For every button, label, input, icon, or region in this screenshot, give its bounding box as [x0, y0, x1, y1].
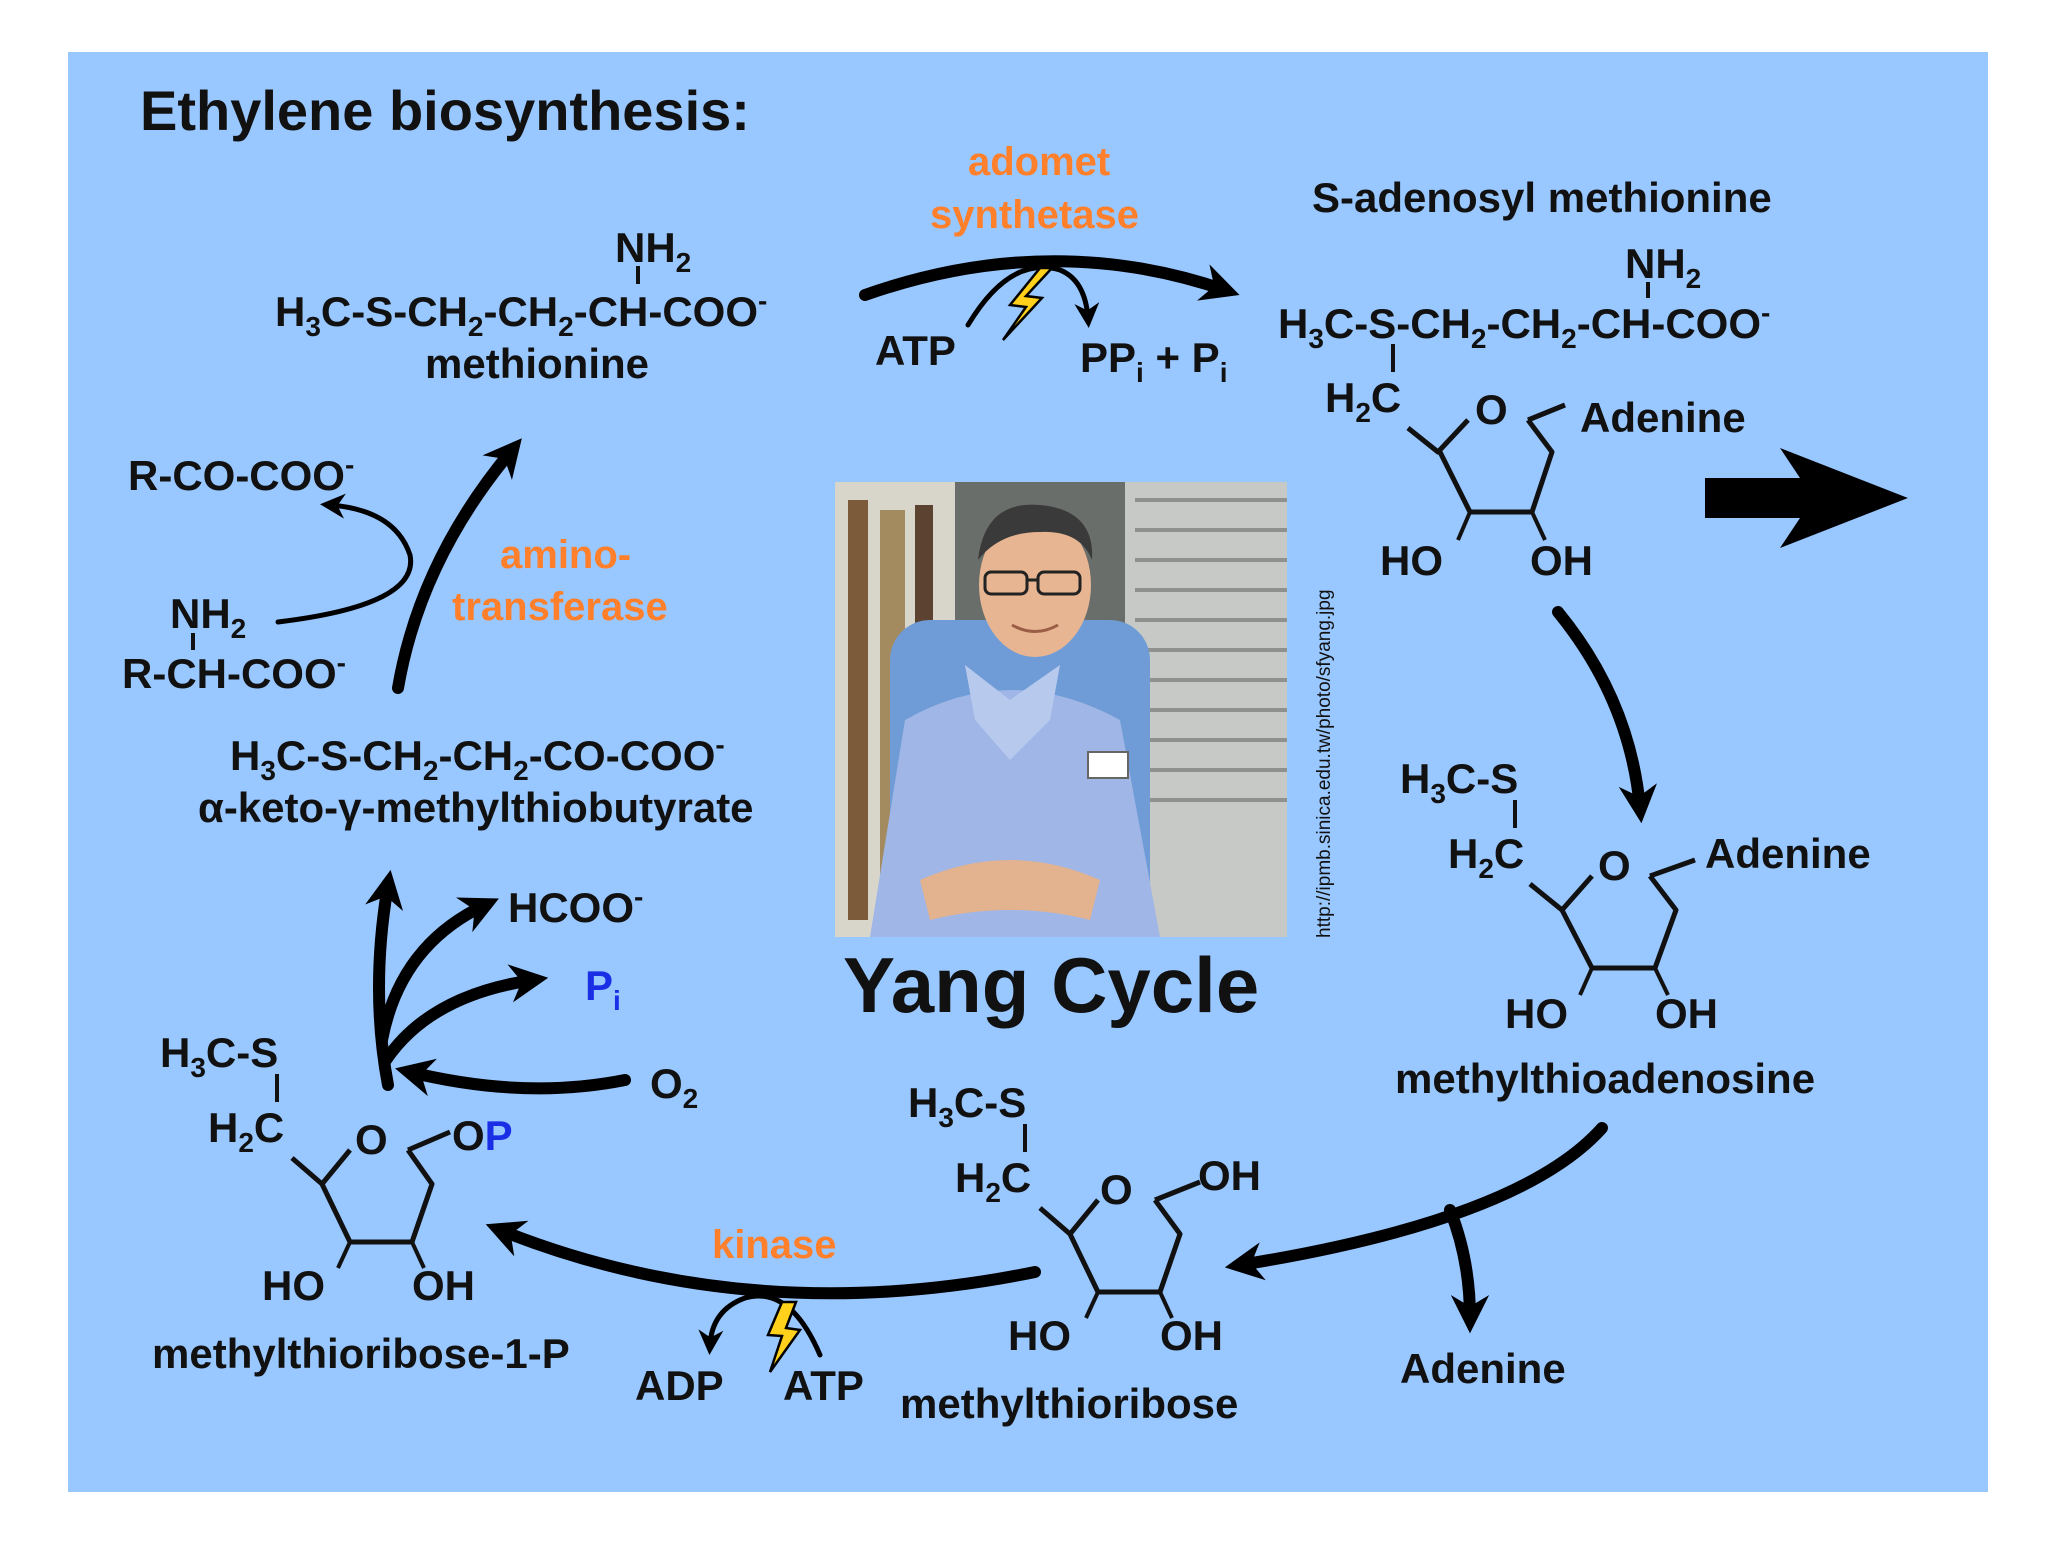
sam-name: S-adenosyl methionine [1312, 174, 1772, 221]
aminotransferase-step: amino- transferase R-CO-COO- NH2 R-CH-CO… [122, 438, 668, 697]
enzyme-amino-label: amino- [500, 533, 631, 577]
mta-ring-o: O [1598, 842, 1631, 889]
mta-adenine: Adenine [1705, 830, 1871, 877]
enzyme-kinase-label: kinase [712, 1223, 837, 1267]
mtr1p-oh: OH [412, 1262, 475, 1309]
mtr1p-phosphate: OP [452, 1112, 513, 1159]
cycle-name: Yang Cycle [843, 941, 1259, 1029]
mtr-ring-o: O [1100, 1166, 1133, 1213]
kinase-atp-label: ATP [783, 1362, 864, 1409]
transamination-arrow [275, 493, 414, 625]
sam-adenine: Adenine [1580, 394, 1746, 441]
mtr1p-h3cs: H3C-S [160, 1029, 278, 1083]
mtr1p-name: methylthioribose-1-P [152, 1330, 570, 1377]
mta-h3cs: H3C-S [1400, 755, 1518, 809]
mta-to-mtr-arrow [1224, 1122, 1608, 1281]
sam-oh: OH [1530, 537, 1593, 584]
methylthioadenosine: H3C-S H2C O Adenine HO OH methylthioaden… [1395, 755, 1871, 1102]
oxidation-step: HCOO- Pi O2 [365, 869, 698, 1114]
s-adenosyl-methionine: S-adenosyl methionine NH2 H3C-S-CH2-CH2-… [1278, 174, 1772, 584]
sam-nh2: NH2 [1625, 240, 1701, 294]
adomet-synthetase-step: adomet synthetase ATP PPi + Pi [859, 140, 1240, 388]
mtr-name: methylthioribose [900, 1380, 1238, 1427]
methionine-name: methionine [425, 340, 649, 387]
adp-label: ADP [635, 1362, 724, 1409]
mtr-h2c: H2C [955, 1154, 1031, 1208]
enzyme-transferase-label: transferase [452, 585, 668, 629]
sam-formula: H3C-S-CH2-CH2-CH-COO- [1278, 297, 1770, 354]
sam-ho: HO [1380, 537, 1443, 584]
mtr1p-ho-bond [336, 1241, 352, 1269]
pi-release-arrow [380, 964, 549, 1066]
sam-h2c: H2C [1325, 374, 1401, 428]
sam-to-mta-arrow [1552, 606, 1657, 824]
mta-ho-bond [1578, 967, 1594, 996]
methionine-to-sam-arrow [859, 255, 1240, 301]
hcoo-label: HCOO- [508, 881, 643, 931]
hcoo-release-arrow [376, 897, 499, 1046]
amino-acid-label: R-CH-COO- [122, 647, 346, 697]
photo-credit-url: http://ipmb.sinica.edu.tw/photo/sfyang.j… [1314, 589, 1335, 938]
ppi-pi-label: PPi + Pi [1080, 334, 1227, 388]
atp-label: ATP [875, 327, 956, 374]
sam-ring-o: O [1475, 386, 1508, 433]
mtr-ho: HO [1008, 1312, 1071, 1359]
kinase-atp-arrow [698, 1293, 823, 1358]
keto-acid-label: R-CO-COO- [128, 449, 354, 499]
mta-ho: HO [1505, 990, 1568, 1037]
mtr-h3cs: H3C-S [908, 1079, 1026, 1133]
methylthioribose-1-p: H3C-S H2C O OP HO OH methylthioribose-1-… [152, 1029, 570, 1377]
mta-oh-bond [1653, 967, 1670, 996]
portrait-photo [835, 482, 1287, 937]
mta-name: methylthioadenosine [1395, 1055, 1815, 1102]
mtr-oh: OH [1160, 1312, 1223, 1359]
enzyme-synthetase-label: synthetase [930, 193, 1139, 237]
mtr-ho-bond [1084, 1291, 1100, 1319]
mtr-oh-bond [1158, 1291, 1174, 1319]
exit-to-ethylene-arrow [1705, 448, 1908, 548]
alpha-keto-methylthiobutyrate: H3C-S-CH2-CH2-CO-COO- α-keto-γ-methylthi… [198, 729, 754, 831]
mtr1p-ho: HO [262, 1262, 325, 1309]
kinase-step: kinase ADP ATP [485, 1220, 1041, 1409]
diagram-title: Ethylene biosynthesis: [140, 79, 750, 142]
sam-ho-bond [1456, 511, 1472, 541]
kmtb-formula: H3C-S-CH2-CH2-CO-COO- [230, 729, 725, 786]
mtr1p-oh-bond [410, 1241, 426, 1269]
mtr-oh-top: OH [1198, 1152, 1261, 1199]
sam-oh-bond [1530, 511, 1547, 541]
adenine-release-arrow [1444, 1204, 1490, 1334]
kmtb-to-methionine-arrow [392, 438, 522, 694]
mta-oh: OH [1655, 990, 1718, 1037]
methionine-formula: H3C-S-CH2-CH2-CH-COO- [275, 285, 767, 342]
mtr-to-mtr1p-arrow [485, 1220, 1041, 1300]
kmtb-name: α-keto-γ-methylthiobutyrate [198, 784, 754, 831]
methylthioribose: H3C-S H2C O OH HO OH methylthioribose [900, 1079, 1261, 1427]
kinase-energy-bolt-icon [766, 1300, 803, 1373]
energy-bolt-icon [1001, 266, 1055, 341]
o2-input-arrow [395, 1058, 631, 1097]
enzyme-adomet-label: adomet [968, 140, 1110, 184]
adenine-release-label: Adenine [1400, 1345, 1566, 1392]
mtr1p-ring-o: O [355, 1116, 388, 1163]
